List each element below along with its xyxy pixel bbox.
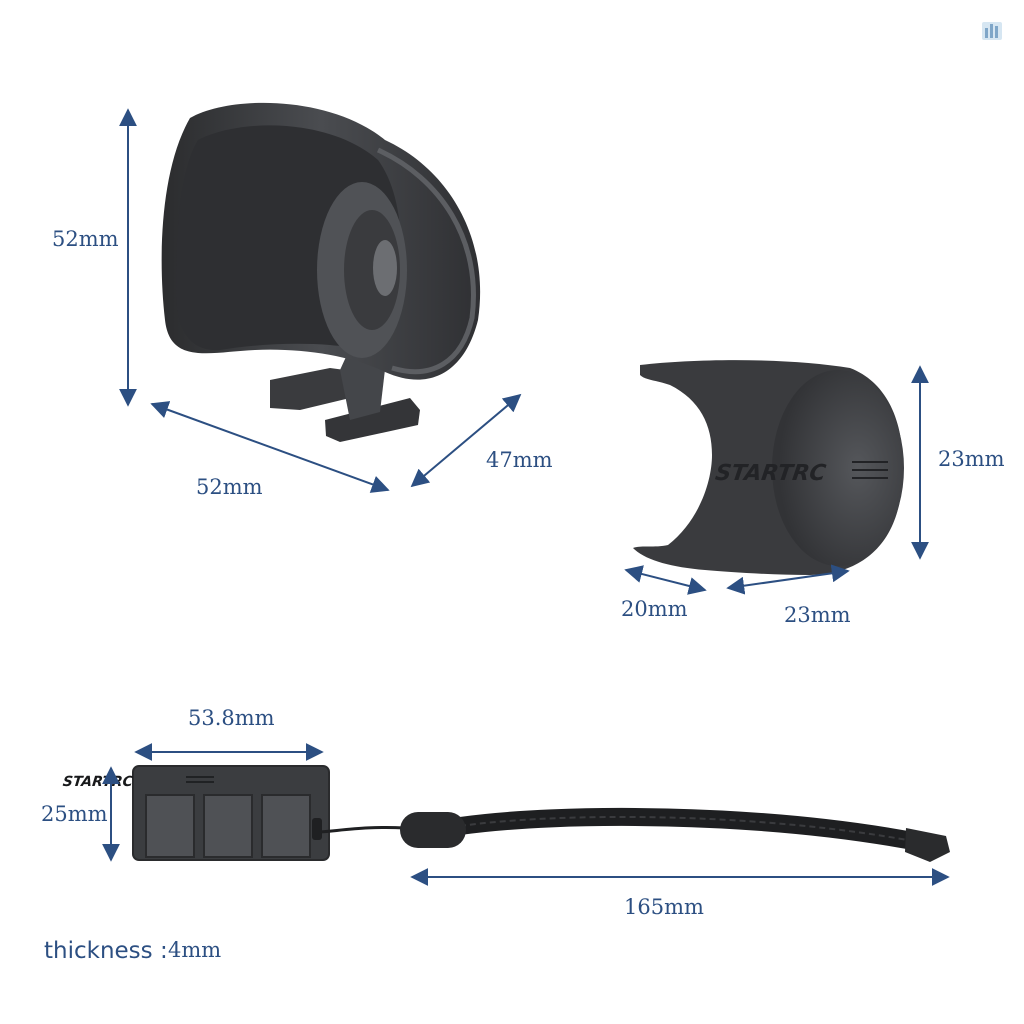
- holder-brand-logo: STARTRC: [62, 774, 134, 790]
- lanyard-strap-image: [319, 807, 950, 862]
- holder-height-label: 25mm: [41, 802, 108, 826]
- hood-height-label: 52mm: [52, 227, 119, 251]
- thickness-value: 4mm: [168, 938, 222, 962]
- hood-width-arrow: [150, 401, 390, 493]
- lens-hood-image: [161, 102, 481, 442]
- cap-brand-logo: STARTRC: [714, 460, 828, 486]
- lens-cap-image: STARTRC: [633, 360, 904, 575]
- card-slot: [261, 794, 311, 858]
- thickness-label: thickness :: [44, 938, 168, 964]
- hood-width-label: 52mm: [196, 475, 263, 499]
- cap-height-label: 23mm: [938, 447, 1005, 471]
- cap-width-label: 23mm: [784, 603, 851, 627]
- hood-depth-arrow: [410, 393, 522, 488]
- holder-width-label: 53.8mm: [188, 706, 275, 730]
- card-slot: [203, 794, 253, 858]
- cap-opening-label: 20mm: [621, 597, 688, 621]
- chart-watermark-icon: [982, 22, 1002, 40]
- hood-depth-label: 47mm: [486, 448, 553, 472]
- cap-width-arrow: [726, 564, 850, 595]
- strap-length-label: 165mm: [624, 895, 704, 919]
- card-slot: [145, 794, 195, 858]
- cap-opening-arrow: [624, 565, 707, 595]
